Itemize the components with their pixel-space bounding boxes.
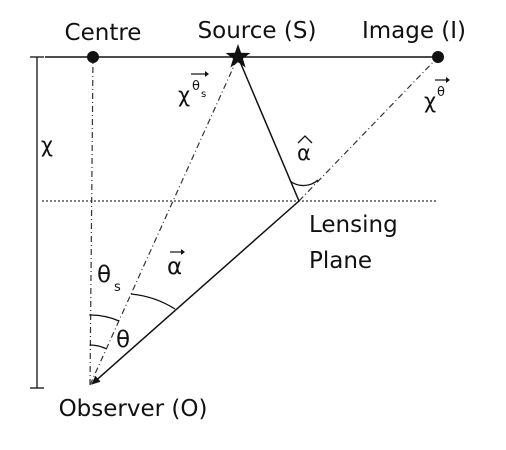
chi-theta-s-supsub: s — [201, 89, 206, 100]
alpha-vec-symbol: α — [167, 254, 182, 280]
lens-image-line — [298, 56, 439, 202]
observer-label: Observer (O) — [59, 396, 208, 422]
alpha-hat-symbol: α — [297, 141, 311, 165]
lens-observer-ray — [91, 200, 300, 385]
alpha-vec-arc — [130, 293, 176, 310]
theta-label: θ — [116, 327, 130, 353]
chi-distance-bar — [30, 56, 44, 389]
source-lens-ray — [237, 56, 300, 202]
theta-s-arc — [89, 314, 120, 322]
lensing-plane-label-line2: Plane — [309, 248, 372, 274]
source-label: Source (S) — [198, 18, 317, 44]
chi-theta-s-sup: θ — [192, 79, 200, 94]
chi-theta-s-vector-label: χ θ s — [178, 71, 209, 107]
alpha-hat-arc — [289, 179, 319, 187]
centre-point — [87, 51, 99, 63]
source-star-icon — [225, 44, 251, 68]
centre-label: Centre — [65, 20, 142, 46]
chi-theta-sup: θ — [437, 85, 445, 100]
theta-s-label: θ s — [97, 262, 121, 295]
chi-theta-base: χ — [424, 89, 436, 113]
image-point — [432, 51, 444, 63]
alpha-vector-label: α — [167, 249, 185, 280]
chi-theta-s-base: χ — [178, 83, 190, 107]
chi-theta-vector-label: χ θ — [424, 77, 450, 113]
image-label: Image (I) — [362, 18, 466, 44]
theta-arc — [89, 344, 107, 350]
alpha-hat-label: α — [297, 135, 313, 165]
chi-axis-label: χ — [41, 133, 53, 157]
theta-s-sub: s — [114, 280, 121, 295]
lensing-plane-label-line1: Lensing — [309, 212, 398, 238]
observer-centre-line — [89, 56, 94, 386]
theta-s-base: θ — [97, 262, 111, 288]
observer-source-line — [89, 56, 239, 386]
